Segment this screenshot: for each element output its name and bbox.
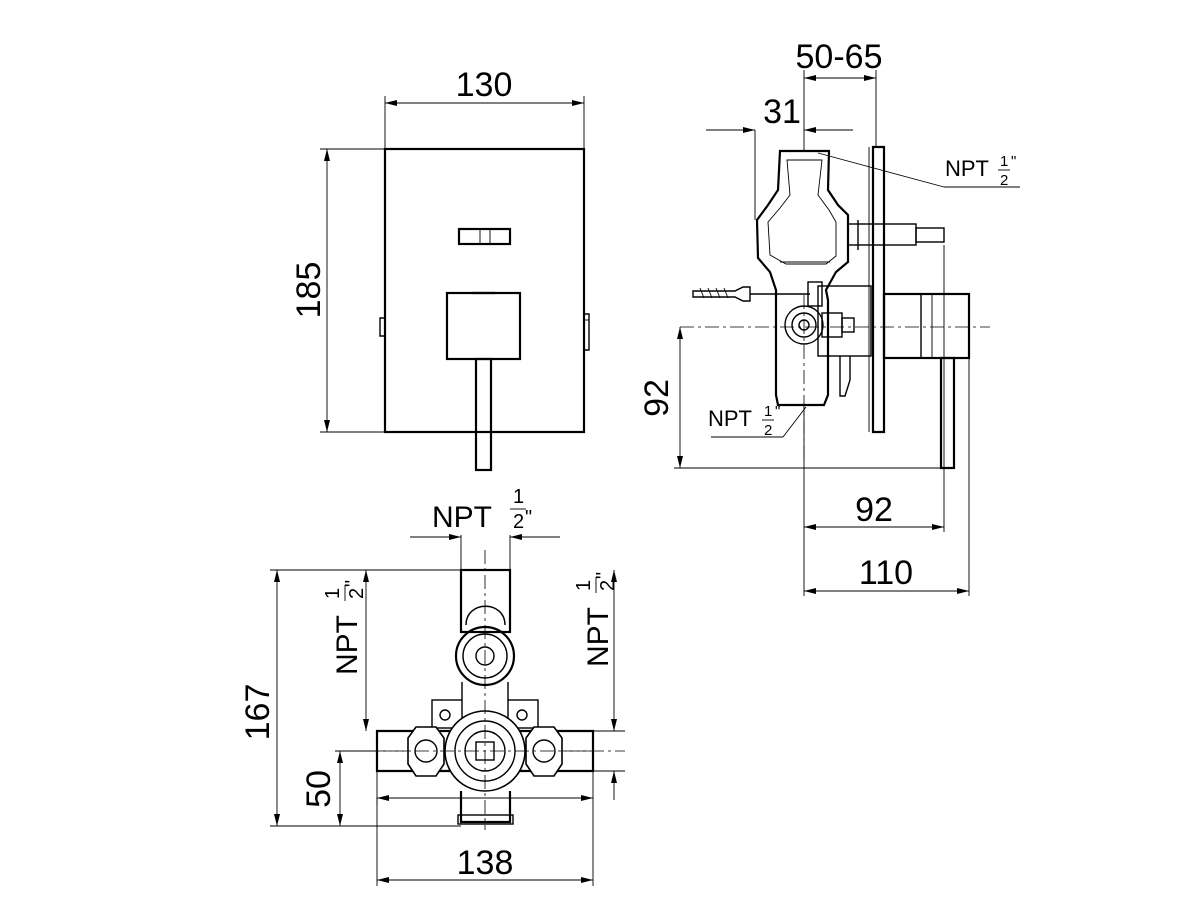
svg-text:2: 2 [346, 588, 368, 599]
svg-text:NPT: NPT [432, 501, 492, 534]
svg-text:1: 1 [573, 580, 595, 591]
svg-text:": " [593, 572, 615, 579]
front-width-dim: 130 [456, 66, 513, 104]
valve-height-dim: 167 [239, 684, 277, 741]
diverter-knob [457, 227, 512, 246]
handle-block [445, 291, 522, 361]
npt-label-side-bottom: NPT 1 2 " [708, 403, 780, 439]
side-handle [882, 292, 971, 360]
side-outlet-height-dim: 92 [638, 379, 676, 417]
wall-plate [871, 145, 886, 434]
svg-text:2: 2 [1000, 172, 1008, 189]
front-view: 130 185 [290, 66, 590, 472]
svg-text:NPT: NPT [582, 607, 615, 667]
svg-text:": " [342, 580, 364, 587]
top-inlet-pipe [459, 568, 512, 634]
svg-text:1: 1 [1000, 153, 1008, 170]
cover-plate [383, 147, 586, 434]
valve-view: NPT 1 2 " NPT 1 2 " NPT 1 2 " 167 [239, 486, 625, 886]
svg-text:2: 2 [513, 511, 524, 533]
svg-text:2: 2 [597, 580, 619, 591]
valve-body [755, 149, 850, 407]
side-view: 50-65 31 92 92 110 NPT 1 2 " NPT 1 2 [638, 38, 1020, 596]
front-height-dim: 185 [290, 262, 328, 319]
svg-text:": " [1011, 153, 1016, 170]
svg-text:2: 2 [764, 422, 772, 439]
side-lever-dim: 92 [855, 491, 893, 529]
side-overall-depth-dim: 110 [859, 554, 913, 592]
valve-width-dim: 138 [457, 844, 514, 882]
anchor-bolt [692, 286, 751, 302]
npt-label-valve-left: NPT 1 2 " [322, 580, 368, 675]
npt-label-valve-top: NPT 1 2 " [432, 486, 532, 534]
svg-text:NPT: NPT [945, 156, 989, 181]
side-offset-dim: 31 [763, 93, 801, 131]
svg-text:1: 1 [764, 403, 772, 420]
side-depth-range-dim: 50-65 [796, 38, 883, 76]
npt-label-side-top: NPT 1 2 " [945, 153, 1016, 189]
npt-label-valve-right: NPT 1 2 " [573, 572, 619, 667]
svg-text:": " [775, 403, 780, 420]
svg-text:1: 1 [322, 588, 344, 599]
lever [474, 357, 493, 472]
svg-text:NPT: NPT [708, 406, 752, 431]
svg-text:": " [525, 507, 532, 529]
valve-port-dim: 50 [300, 770, 338, 808]
svg-text:NPT: NPT [331, 615, 364, 675]
svg-text:1: 1 [513, 486, 524, 508]
